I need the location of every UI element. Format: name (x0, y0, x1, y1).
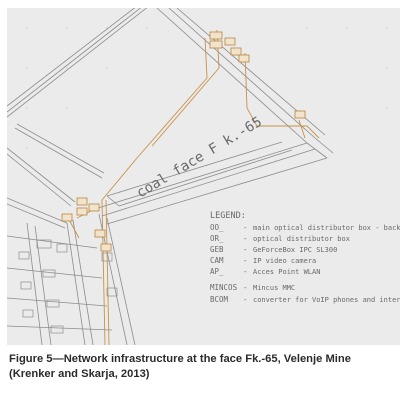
legend-desc-lower-1: converter for VoIP phones and intercom (253, 296, 400, 304)
figure-caption: Figure 5—Network infrastructure at the f… (9, 352, 399, 382)
tunnel-lines (7, 8, 334, 345)
legend-code-lower-1: BCOM (210, 295, 229, 304)
pillar-blocks (18, 239, 118, 334)
legend-code-lower-0: MINCOS (210, 283, 238, 292)
legend-sep-upper-1: - (243, 234, 248, 243)
legend-sep-upper-0: - (243, 223, 248, 232)
caption-line-2: (Krenker and Skarja, 2013) (9, 368, 150, 380)
legend-sep-upper-4: - (243, 267, 248, 276)
legend-code-upper-1: OR_ (210, 234, 224, 243)
grid-dots (26, 27, 388, 149)
legend-desc-lower-0: Mincus MMC (253, 284, 295, 292)
network-cables (66, 29, 320, 345)
legend-desc-upper-2: GeForceBox IPC SL300 (253, 246, 337, 254)
legend-code-upper-3: CAM (210, 256, 224, 265)
legend-code-upper-4: AP_ (210, 267, 224, 276)
legend-title: LEGEND: (210, 211, 246, 221)
legend-code-upper-2: GEB (210, 245, 224, 254)
legend-code-upper-0: OO_ (210, 223, 224, 232)
legend-sep-upper-3: - (243, 256, 248, 265)
device-boxes (61, 31, 306, 252)
legend-desc-upper-3: IP video camera (253, 257, 316, 265)
network-drawing: coal face F k.-65 LEGEND: OO_-main optic… (7, 8, 400, 345)
mine-plan-svg: coal face F k.-65 LEGEND: OO_-main optic… (7, 8, 400, 345)
legend-sep-lower-0: - (243, 283, 248, 292)
caption-line-1: Figure 5—Network infrastructure at the f… (9, 353, 351, 365)
face-label: coal face F k.-65 (134, 114, 265, 202)
legend-desc-upper-4: Acces Point WLAN (253, 268, 320, 276)
legend-desc-upper-0: main optical distributor box - backbone (253, 224, 400, 232)
legend-desc-upper-1: optical distributor box (253, 235, 350, 243)
legend-sep-lower-1: - (243, 295, 248, 304)
legend-sep-upper-2: - (243, 245, 248, 254)
legend: LEGEND: OO_-main optical distributor box… (210, 211, 400, 304)
